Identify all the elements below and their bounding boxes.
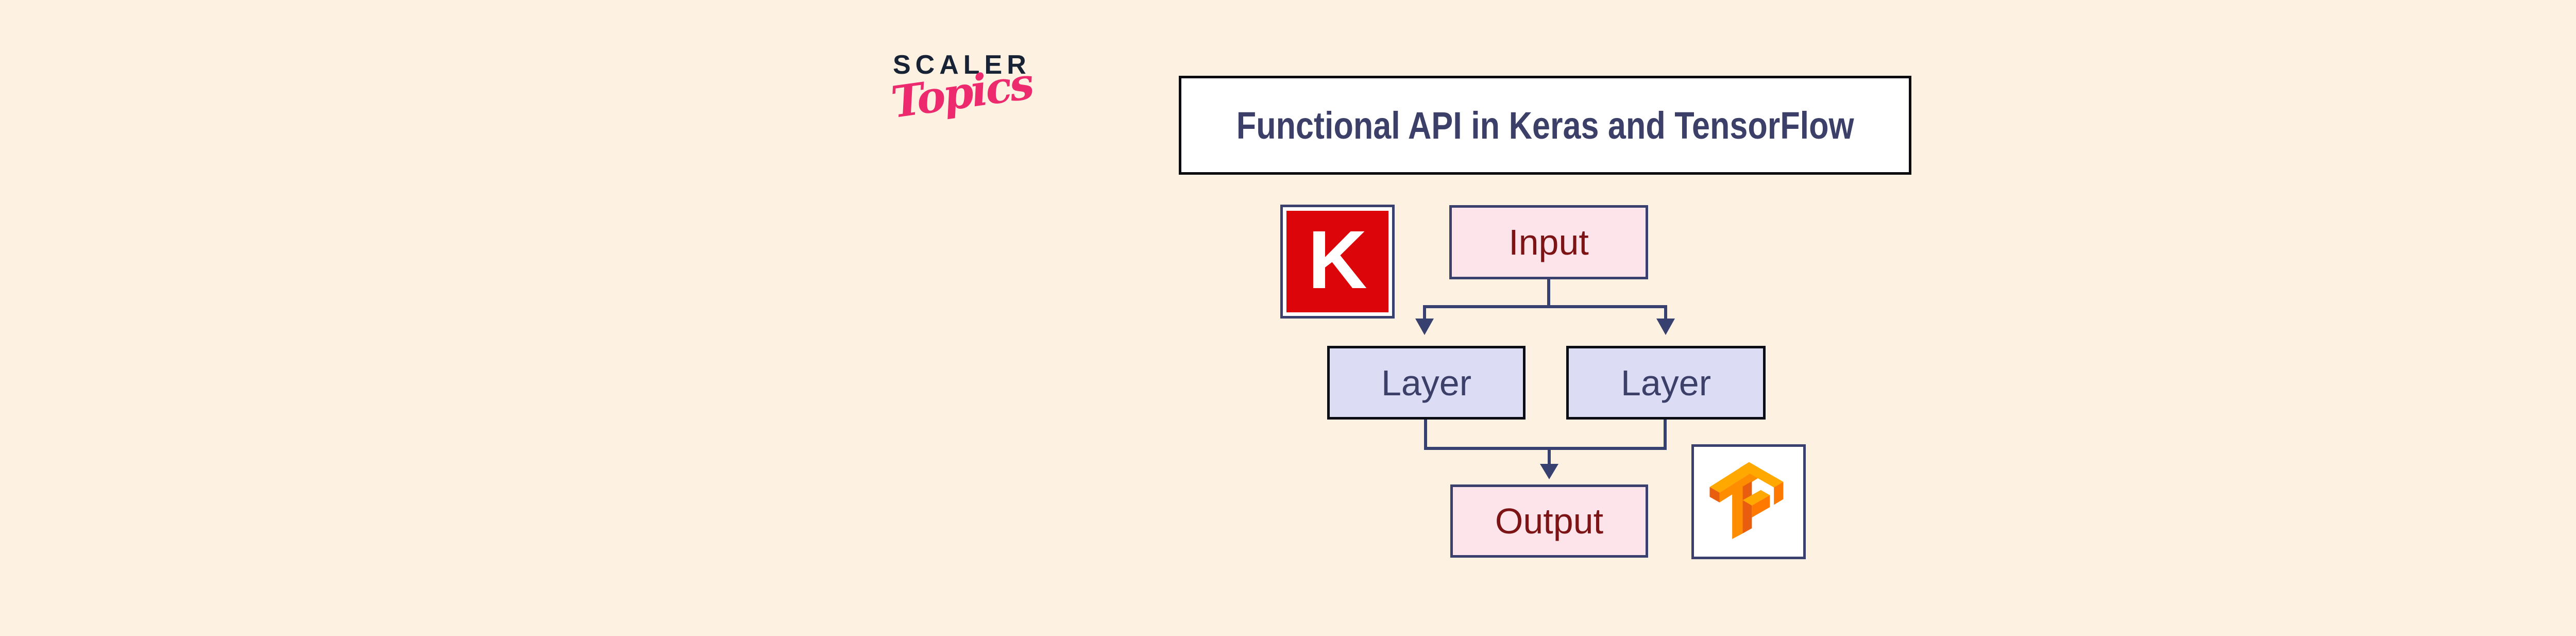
tensorflow-logo bbox=[1691, 444, 1806, 559]
node-layer-right: Layer bbox=[1566, 346, 1766, 420]
keras-k-icon: K bbox=[1308, 213, 1367, 306]
tf-crossbar-front-face bbox=[1719, 467, 1759, 503]
node-layer-left-label: Layer bbox=[1381, 362, 1472, 403]
tf-stem-side-face bbox=[1742, 481, 1752, 533]
tf-right-arm-end-face bbox=[1774, 481, 1784, 505]
tf-right-arm-top-face bbox=[1739, 462, 1784, 488]
keras-logo: K bbox=[1280, 205, 1395, 319]
node-output: Output bbox=[1450, 484, 1648, 558]
arrowhead-down-icon-left-layer bbox=[1415, 319, 1434, 335]
node-input-label: Input bbox=[1509, 222, 1589, 262]
node-layer-left: Layer bbox=[1327, 346, 1526, 420]
node-output-label: Output bbox=[1495, 501, 1604, 541]
arrowhead-down-icon-output bbox=[1540, 464, 1558, 479]
tf-middle-arm-top-face bbox=[1742, 490, 1770, 506]
page-title: Functional API in Keras and TensorFlow bbox=[1236, 104, 1854, 147]
title-box: Functional API in Keras and TensorFlow bbox=[1179, 76, 1911, 175]
tf-crossbar-left-cap bbox=[1709, 487, 1720, 503]
tf-middle-arm-end-face bbox=[1752, 495, 1770, 517]
brand-name-text: SCALER bbox=[893, 50, 1031, 80]
edge-input-branch bbox=[1423, 305, 1667, 320]
node-layer-right-label: Layer bbox=[1620, 362, 1711, 403]
tf-stem-front-face bbox=[1732, 486, 1743, 539]
scaler-topics-logo: SCALER Topics bbox=[888, 50, 1035, 155]
edge-layers-merge bbox=[1424, 420, 1667, 450]
node-input: Input bbox=[1449, 205, 1648, 279]
keras-red-square: K bbox=[1286, 211, 1388, 312]
tensorflow-tf-isometric-icon bbox=[1709, 462, 1784, 539]
arrowhead-down-icon-right-layer bbox=[1656, 319, 1675, 335]
